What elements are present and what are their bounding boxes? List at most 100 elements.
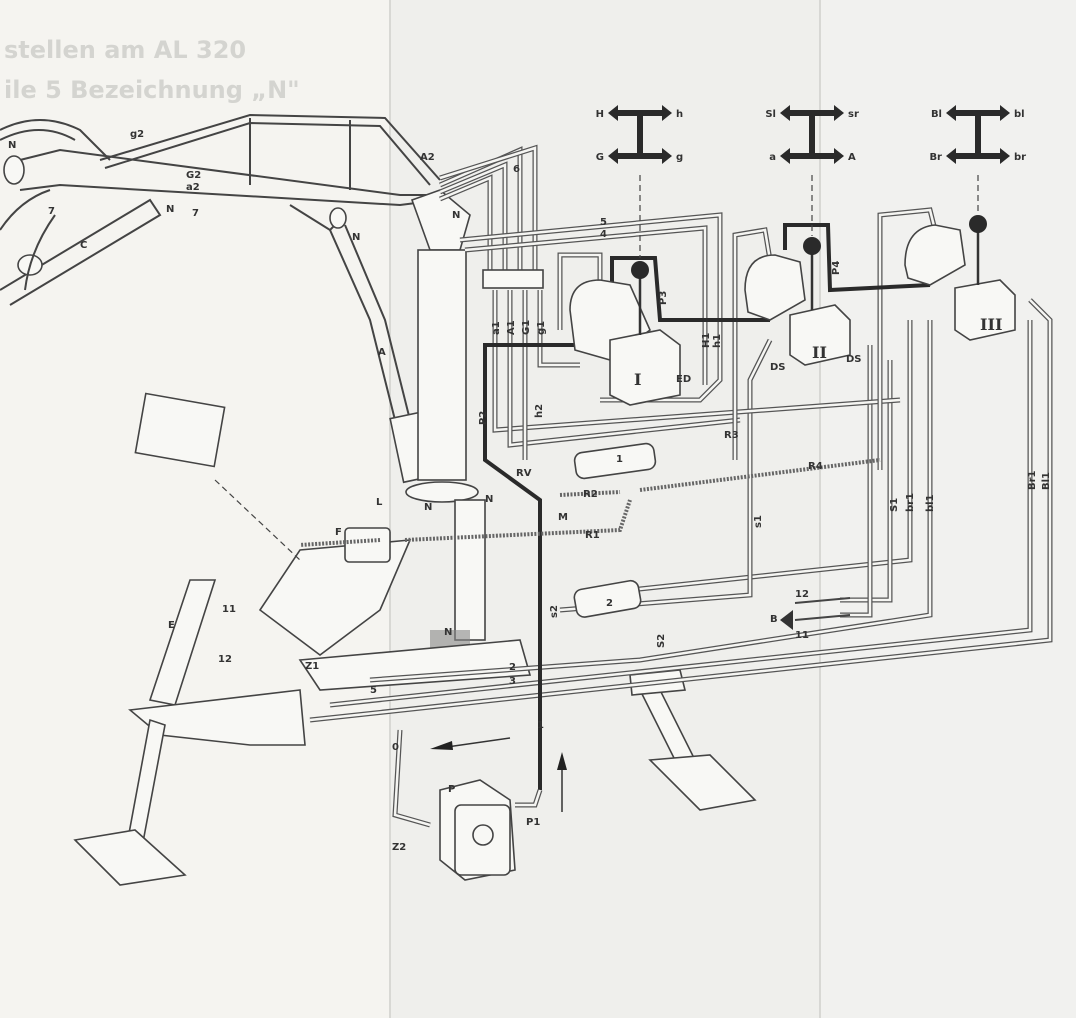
label-12: 12 <box>795 589 809 600</box>
return-line-r1 <box>404 499 632 542</box>
label-11: 11 <box>222 604 236 615</box>
label-2: 2 <box>509 662 516 673</box>
label-Bl1: Bl1 <box>1041 472 1052 490</box>
lever-label-top-right: h <box>676 109 683 120</box>
label-z2: Z2 <box>392 842 406 853</box>
label-r1: R1 <box>585 530 600 541</box>
label-n: N <box>424 502 432 513</box>
control-valve-1 <box>569 175 681 406</box>
bleed-text: stellen am AL 320 <box>4 36 246 64</box>
lever-label-bottom-left: Br <box>929 152 942 163</box>
lever-label-top-right: bl <box>1014 109 1025 120</box>
return-line <box>299 538 381 547</box>
lever-gate-bar <box>975 113 981 156</box>
label-ds: DS <box>846 354 862 365</box>
label-n: N <box>444 627 452 638</box>
mast <box>298 189 532 691</box>
label-n: N <box>452 210 460 221</box>
filter-1 <box>573 442 657 480</box>
pressure-line-p3 <box>610 256 770 322</box>
lever-label-top-left: H <box>596 109 604 120</box>
label-n: N <box>485 494 493 505</box>
pressure-line-p2 <box>483 343 580 720</box>
label-s1: s1 <box>753 515 764 528</box>
label-7: 7 <box>192 208 199 219</box>
lever-gate-bar <box>637 113 643 156</box>
lever-label-bottom-right: A <box>848 152 856 163</box>
label-11: 11 <box>795 630 809 641</box>
label-bl1: bl1 <box>925 494 936 512</box>
hydraulic-pump <box>392 729 543 881</box>
return-line-r2 <box>559 490 621 497</box>
label-e: E <box>168 620 175 631</box>
label-p1: P1 <box>526 817 540 828</box>
lever-label-bottom-left: G <box>596 152 604 163</box>
diagram-labels: N g2 G2 a2 A2 7 7 N C N N A 6 5 4 a1 A1 … <box>8 129 1052 853</box>
lever-label-top-left: Sl <box>765 109 776 120</box>
label-g2: g2 <box>130 129 144 140</box>
label-a2: a2 <box>186 182 200 193</box>
label-r2: R2 <box>583 489 598 500</box>
label-b: B <box>770 614 778 625</box>
valve-numeral-2: II <box>812 343 827 362</box>
label-br1: br1 <box>905 493 916 512</box>
label-4: 4 <box>600 229 607 240</box>
label-5: 5 <box>370 685 377 696</box>
label-A1: A1 <box>506 320 517 335</box>
control-valve-2 <box>744 175 851 366</box>
label-f: F <box>335 527 342 538</box>
stabilizer-left <box>73 392 306 886</box>
label-A2: A2 <box>420 152 435 163</box>
lever-label-top-right: sr <box>848 109 859 120</box>
label-12: 12 <box>218 654 232 665</box>
label-3: 3 <box>509 676 516 687</box>
label-ds: DS <box>770 362 786 373</box>
label-6: 6 <box>513 164 520 175</box>
hose-bundle <box>438 144 938 470</box>
lever-pattern-2: Sl sr a A <box>765 105 859 164</box>
label-S2: S2 <box>656 634 667 648</box>
label-G1: G1 <box>521 320 532 335</box>
label-a-cylinder: A <box>378 347 386 358</box>
label-n: N <box>352 232 360 243</box>
pressure-line-p4 <box>783 223 931 293</box>
label-Br1: Br1 <box>1027 470 1038 490</box>
oil-tank <box>258 527 412 656</box>
label-m: M <box>558 512 568 523</box>
label-5: 5 <box>600 217 607 228</box>
valve-numeral-1: I <box>634 370 641 389</box>
label-c: C <box>80 240 87 251</box>
label-rv: RV <box>516 468 532 479</box>
label-n: N <box>166 204 174 215</box>
lever-label-bottom-left: a <box>769 152 776 163</box>
label-l: L <box>376 497 383 508</box>
flow-arrow-left <box>430 737 511 750</box>
label-filter-1: 1 <box>616 454 623 465</box>
label-h1: h1 <box>712 334 723 348</box>
label-g1: g1 <box>536 321 547 335</box>
label-s2: s2 <box>549 605 560 618</box>
label-a1: a1 <box>491 321 502 335</box>
label-p2: P2 <box>478 411 489 425</box>
label-ed: ED <box>676 374 691 385</box>
label-r3: R3 <box>724 430 739 441</box>
lever-gate-bar <box>809 113 815 156</box>
flow-arrow-up <box>557 752 567 812</box>
lever-label-bottom-right: g <box>676 152 683 163</box>
bleed-text: ile 5 Bezeichnung „N" <box>4 76 300 104</box>
label-filter-2: 2 <box>606 598 613 609</box>
label-p4: P4 <box>831 261 842 275</box>
label-G2: G2 <box>186 170 201 181</box>
label-1: 1 <box>537 720 544 731</box>
label-0: 0 <box>392 742 399 753</box>
label-z1: Z1 <box>305 661 319 672</box>
lever-label-bottom-right: br <box>1014 152 1026 163</box>
return-line-r4 <box>639 458 881 492</box>
port-b-arrow <box>780 597 851 630</box>
label-p: P <box>448 784 455 795</box>
label-H1: H1 <box>701 333 712 348</box>
